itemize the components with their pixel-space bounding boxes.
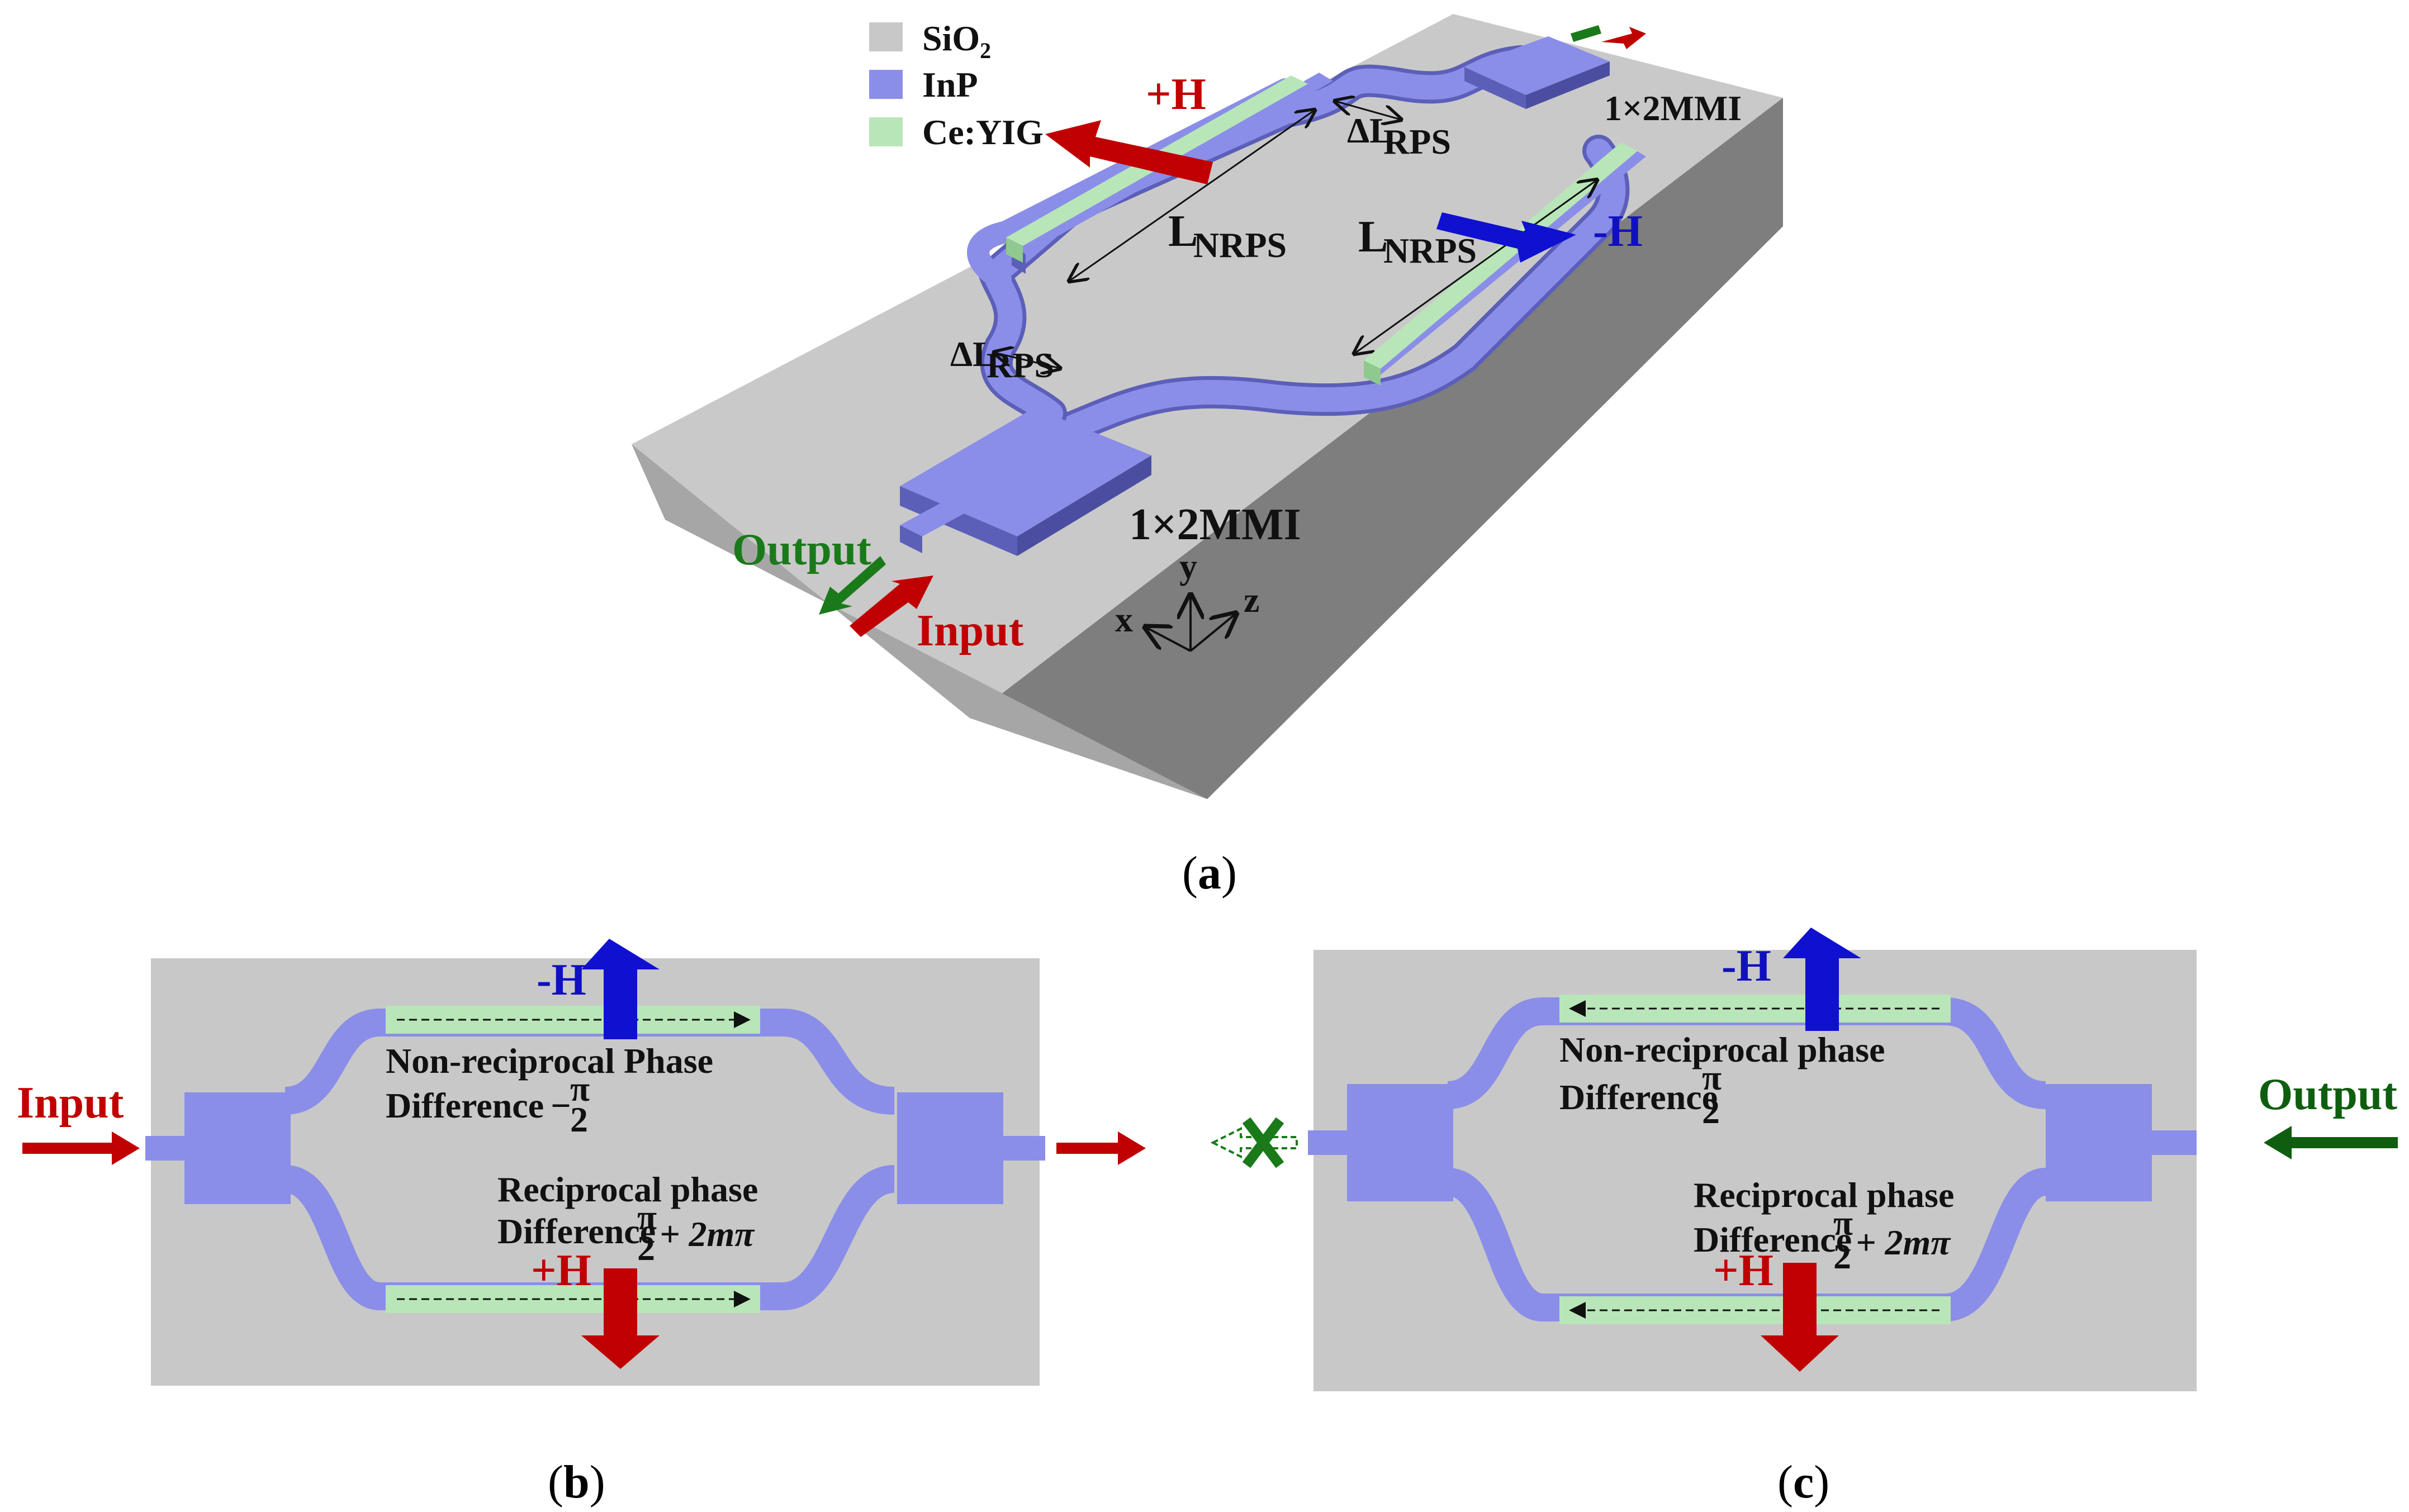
axes-indicator xyxy=(1143,592,1238,652)
dl-rps-right-label: ΔL RPS xyxy=(1347,111,1451,161)
input-arrow-b xyxy=(22,1131,140,1165)
minus-h-label-a: -H xyxy=(1593,207,1643,256)
rec-frac-num-b: π xyxy=(637,1197,657,1237)
output-label-c: Output xyxy=(2258,1070,2397,1119)
plus-h-label-b: +H xyxy=(531,1246,591,1295)
svg-text:NRPS: NRPS xyxy=(1383,231,1477,270)
caption-a: (a) xyxy=(1182,847,1237,899)
rec-frac-num-c: π xyxy=(1833,1203,1853,1243)
mmi-bottom-label: 1×2MMI xyxy=(1129,500,1301,549)
mmi-blocks-c xyxy=(1347,1084,2152,1201)
nr-frac-den-c: 2 xyxy=(1702,1091,1720,1131)
nr-line1-c: Non-reciprocal phase xyxy=(1559,1030,1885,1069)
rec-extra-b: + 2mπ xyxy=(660,1214,755,1254)
minus-h-label-c: -H xyxy=(1722,942,1771,991)
l-nrps-right-label: L NRPS xyxy=(1358,212,1477,270)
plus-h-arrow-c xyxy=(1761,1263,1839,1372)
rec-line2-c: Difference xyxy=(1694,1220,1852,1259)
caption-b: (b) xyxy=(548,1456,605,1508)
ceyig-strips-b xyxy=(386,1006,760,1313)
input-label-b: Input xyxy=(17,1078,124,1128)
panel-b: -H +H Input Non-reciprocal Phase Differe… xyxy=(17,939,1146,1508)
svg-text:RPS: RPS xyxy=(1383,122,1451,161)
axis-z-label: z xyxy=(1244,580,1259,620)
input-arrow-c xyxy=(2264,1126,2398,1159)
svg-text:ΔL: ΔL xyxy=(950,334,997,374)
legend-swatch-sio2 xyxy=(869,22,903,51)
minus-h-arrow-a xyxy=(1436,212,1576,263)
nr-frac-num-c: π xyxy=(1702,1058,1722,1097)
svg-text:NRPS: NRPS xyxy=(1193,225,1287,265)
axis-y-label: y xyxy=(1179,546,1197,586)
mmi-bottom-3d xyxy=(900,408,1151,556)
waveguide-ring-b xyxy=(145,1009,1045,1310)
plus-h-arrow-a xyxy=(1045,120,1213,184)
rec-extra-c: + 2mπ xyxy=(1856,1223,1951,1262)
blocked-backward-arrow-c xyxy=(1210,1117,1298,1168)
nr-line2-b: Difference− xyxy=(386,1086,571,1125)
plus-h-label-c: +H xyxy=(1713,1246,1773,1295)
mmi-top-label: 1×2MMI xyxy=(1604,88,1742,128)
nr-line2-c: Difference xyxy=(1559,1077,1718,1117)
caption-c: (c) xyxy=(1777,1456,1829,1508)
minus-h-arrow-b xyxy=(581,939,660,1039)
ceyig-strips-c xyxy=(1559,995,1951,1324)
legend-label-inp: InP xyxy=(922,65,978,104)
output-arrow-b xyxy=(1056,1131,1146,1165)
panel-a: +H -H Output Input 1×2MMI 1×2MMI L NRPS … xyxy=(632,14,1783,899)
dimension-lines xyxy=(992,101,1599,369)
l-nrps-left-label: L NRPS xyxy=(1168,207,1287,265)
axis-x-label: x xyxy=(1115,600,1133,639)
plus-h-arrow-b xyxy=(581,1268,660,1369)
legend-swatch-inp xyxy=(869,70,903,99)
plus-h-label-a: +H xyxy=(1146,70,1206,119)
minus-h-label-b: -H xyxy=(537,955,586,1005)
svg-text:L: L xyxy=(1168,207,1198,256)
svg-text:ΔL: ΔL xyxy=(1347,111,1393,150)
legend-label-ceyig: Ce:YIG xyxy=(922,112,1044,152)
output-label-a: Output xyxy=(732,525,871,574)
top-io-arrows xyxy=(1571,25,1646,49)
mmi-blocks-b xyxy=(184,1092,1003,1204)
mmi-top-3d xyxy=(1464,36,1610,109)
minus-h-arrow-c xyxy=(1783,928,1861,1031)
legend-swatch-ceyig xyxy=(869,117,903,146)
input-label-a: Input xyxy=(917,606,1024,655)
rec-frac-den-b: 2 xyxy=(637,1228,655,1268)
nr-frac-den-b: 2 xyxy=(570,1100,588,1139)
nr-line1-b: Non-reciprocal Phase xyxy=(386,1041,713,1081)
rec-line2-b: Difference xyxy=(497,1211,656,1251)
panel-c: -H +H Output Non-reciprocal phase Differ… xyxy=(1210,928,2398,1508)
legend-label-sio2: SiO2 xyxy=(922,18,991,63)
svg-text:RPS: RPS xyxy=(987,345,1054,385)
dl-rps-left-label: ΔL RPS xyxy=(950,334,1054,385)
nr-frac-num-b: π xyxy=(570,1069,590,1109)
bottom-io-arrows xyxy=(819,556,933,637)
legend: SiO2 InP Ce:YIG xyxy=(869,18,1044,152)
rec-line1-c: Reciprocal phase xyxy=(1694,1175,1954,1215)
svg-text:L: L xyxy=(1358,212,1388,261)
rec-line1-b: Reciprocal phase xyxy=(497,1169,758,1209)
rec-frac-den-c: 2 xyxy=(1833,1237,1851,1276)
